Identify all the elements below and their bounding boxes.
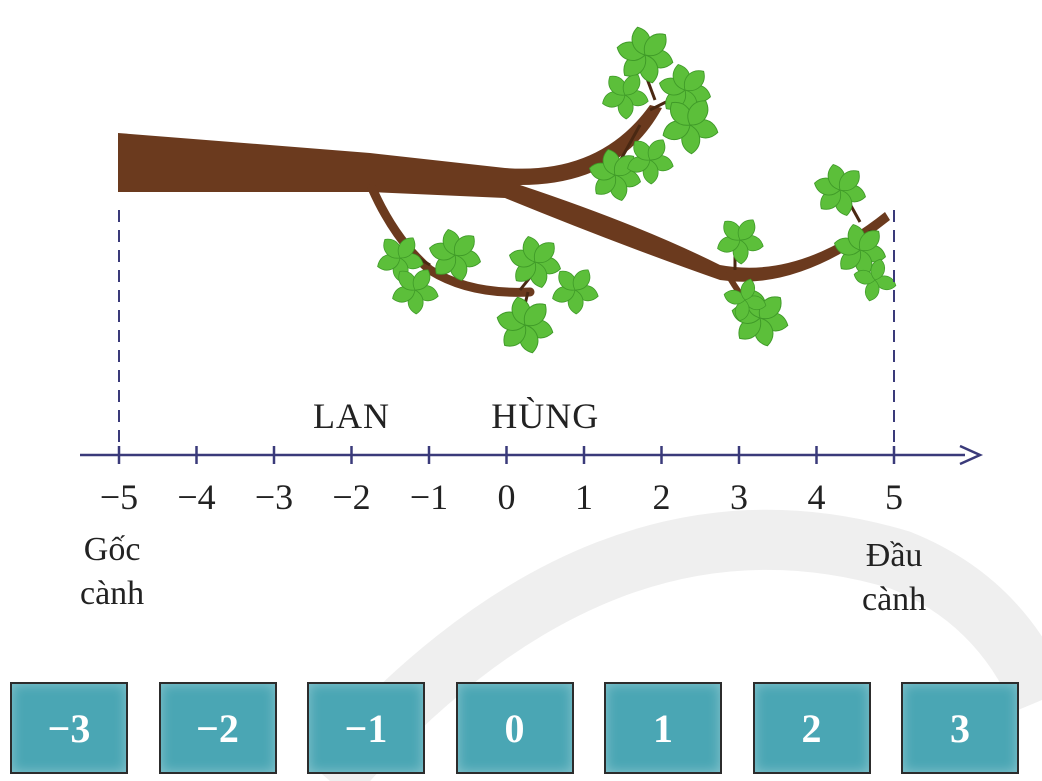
leaf [858, 230, 880, 252]
number-card[interactable]: 1 [604, 682, 722, 774]
leaf [523, 303, 547, 327]
tick-label: 5 [885, 477, 903, 517]
branch-base-line1: Gốc [83, 531, 141, 568]
branch-tip-line1: Đầu [865, 537, 923, 574]
tick-label: −3 [254, 477, 294, 517]
branch-tip-line2: cành [862, 581, 927, 618]
leaf [533, 242, 555, 264]
tick-label: −4 [177, 477, 216, 517]
background-watermark [307, 509, 1042, 781]
branch-trunk [118, 105, 890, 282]
leaf [613, 155, 635, 177]
number-card[interactable]: 0 [455, 682, 574, 774]
number-card[interactable]: −1 [307, 682, 425, 774]
person-label: HÙNG [491, 396, 600, 436]
leaf [397, 237, 416, 259]
leaf [412, 269, 431, 291]
axis-ticks [117, 446, 896, 464]
leaf [687, 100, 709, 126]
leaf [683, 70, 705, 92]
tick-label: 3 [730, 477, 748, 517]
leaf [453, 235, 475, 257]
tree-branch [118, 59, 890, 326]
leaf [647, 139, 666, 161]
branch-base-label: Gốc cành [80, 528, 144, 616]
tick-label: 0 [497, 477, 516, 517]
branch-tip-label: Đầu cành [862, 534, 926, 622]
leaf [572, 269, 591, 291]
person-label: LAN [313, 396, 390, 436]
leaf [643, 33, 667, 57]
tick-label: 4 [807, 477, 826, 517]
number-card[interactable]: −2 [158, 682, 277, 774]
leaf [737, 219, 756, 241]
tick-label: −2 [332, 477, 371, 517]
leaf [838, 170, 860, 192]
number-card[interactable]: 2 [752, 682, 871, 774]
tick-label: 2 [652, 477, 671, 517]
leaf [740, 278, 756, 301]
axis-arrow-icon [959, 444, 984, 466]
tick-label: 1 [575, 477, 593, 517]
branch-lower [367, 183, 535, 297]
tick-label: −5 [99, 477, 139, 517]
tick-label: −1 [409, 477, 449, 517]
branch-base-line2: cành [80, 575, 145, 612]
leaf [622, 74, 641, 96]
number-card[interactable]: 3 [901, 682, 1019, 774]
leaves [377, 26, 897, 354]
leaf [870, 258, 886, 281]
number-card[interactable]: −3 [10, 682, 128, 774]
